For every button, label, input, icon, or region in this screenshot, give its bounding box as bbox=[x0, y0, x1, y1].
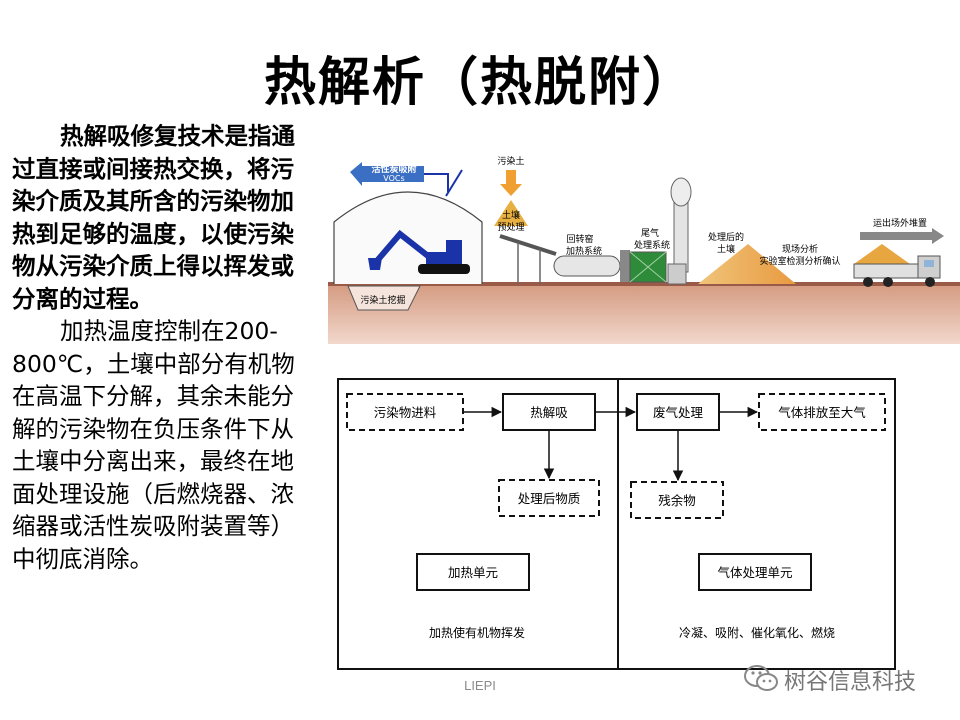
kiln-label-2: 加热系统 bbox=[566, 245, 602, 257]
footer-label: LIEPI bbox=[464, 678, 496, 693]
paragraph-definition: 热解吸修复技术是指通过直接或间接热交换，将污染介质及其所含的污染物加热到足够的温… bbox=[12, 122, 295, 313]
treated-label-2: 土壤 bbox=[717, 243, 735, 255]
residue-box bbox=[630, 481, 724, 519]
soil-down-arrow bbox=[500, 170, 522, 196]
transport-label: 运出场外堆置 bbox=[873, 217, 927, 229]
conveyor bbox=[499, 234, 557, 256]
contaminated-soil-label: 污染土 bbox=[497, 155, 524, 167]
carbon-label: 活性炭吸附 bbox=[371, 163, 416, 175]
heat-unit-box bbox=[416, 553, 530, 591]
tailgas-label-1: 尾气 bbox=[641, 227, 659, 239]
paragraph-temperature: 加热温度控制在200-800℃，土壤中部分有机物在高温下分解，其余未能分解的污染… bbox=[12, 317, 295, 573]
heat-desc-label: 加热使有机物挥发 bbox=[429, 625, 525, 640]
emission-label: 气体排放至大气 bbox=[778, 405, 866, 420]
vocs-label: VOCs bbox=[383, 174, 404, 183]
carbon-banner-arrow bbox=[350, 162, 424, 186]
flow-diagram: 污染物进料 热解吸 处理后物质 加热单元 加热使有机物挥发 废气处理 气体排放至… bbox=[337, 378, 896, 670]
page-title: 热解析（热脱附） bbox=[263, 53, 696, 113]
wechat-icon bbox=[744, 665, 778, 691]
gas-unit-box bbox=[698, 553, 812, 591]
feed-label: 污染物进料 bbox=[374, 405, 437, 420]
excavator-icon bbox=[368, 229, 470, 274]
treated-label: 处理后物质 bbox=[518, 491, 581, 506]
desorb-label: 热解吸 bbox=[530, 405, 568, 420]
heat-unit-label: 加热单元 bbox=[448, 565, 498, 580]
excavation-pit bbox=[347, 285, 421, 311]
ground-surface bbox=[328, 284, 960, 344]
transport-arrow bbox=[860, 228, 944, 244]
residue-label: 残余物 bbox=[658, 493, 696, 508]
treated-soil-pile bbox=[698, 244, 796, 284]
offgas-label: 废气处理 bbox=[653, 405, 704, 420]
pretreat-label-2: 预处理 bbox=[497, 221, 524, 233]
emission-box bbox=[758, 393, 886, 431]
body-text: 热解吸修复技术是指通过直接或间接热交换，将污染介质及其所含的污染物加热到足够的温… bbox=[12, 120, 308, 575]
gas-desc-label: 冷凝、吸附、催化氧化、燃烧 bbox=[679, 625, 835, 640]
excavation-label: 污染土挖掘 bbox=[360, 294, 405, 306]
watermark: 树谷信息科技 bbox=[742, 662, 957, 696]
watermark-text: 树谷信息科技 bbox=[784, 670, 917, 695]
pretreat-label-1: 土壤 bbox=[502, 209, 520, 221]
process-illustration: 污染土挖掘 活性炭吸附 VOCs 污染土 土壤 预处理 回转窑 加热系统 尾气 … bbox=[328, 155, 960, 344]
kiln-label-1: 回转窑 bbox=[566, 233, 593, 245]
treated-box bbox=[498, 479, 600, 517]
tailgas-label-2: 处理系统 bbox=[634, 239, 670, 251]
onsite-label-2: 实验室检测分析确认 bbox=[759, 255, 840, 267]
gas-unit-label: 气体处理单元 bbox=[717, 565, 792, 580]
onsite-label-1: 现场分析 bbox=[782, 243, 818, 255]
rotary-kiln bbox=[553, 255, 621, 277]
soil-pile bbox=[494, 200, 528, 226]
truck-icon bbox=[853, 244, 941, 287]
treated-label-1: 处理后的 bbox=[708, 231, 744, 243]
